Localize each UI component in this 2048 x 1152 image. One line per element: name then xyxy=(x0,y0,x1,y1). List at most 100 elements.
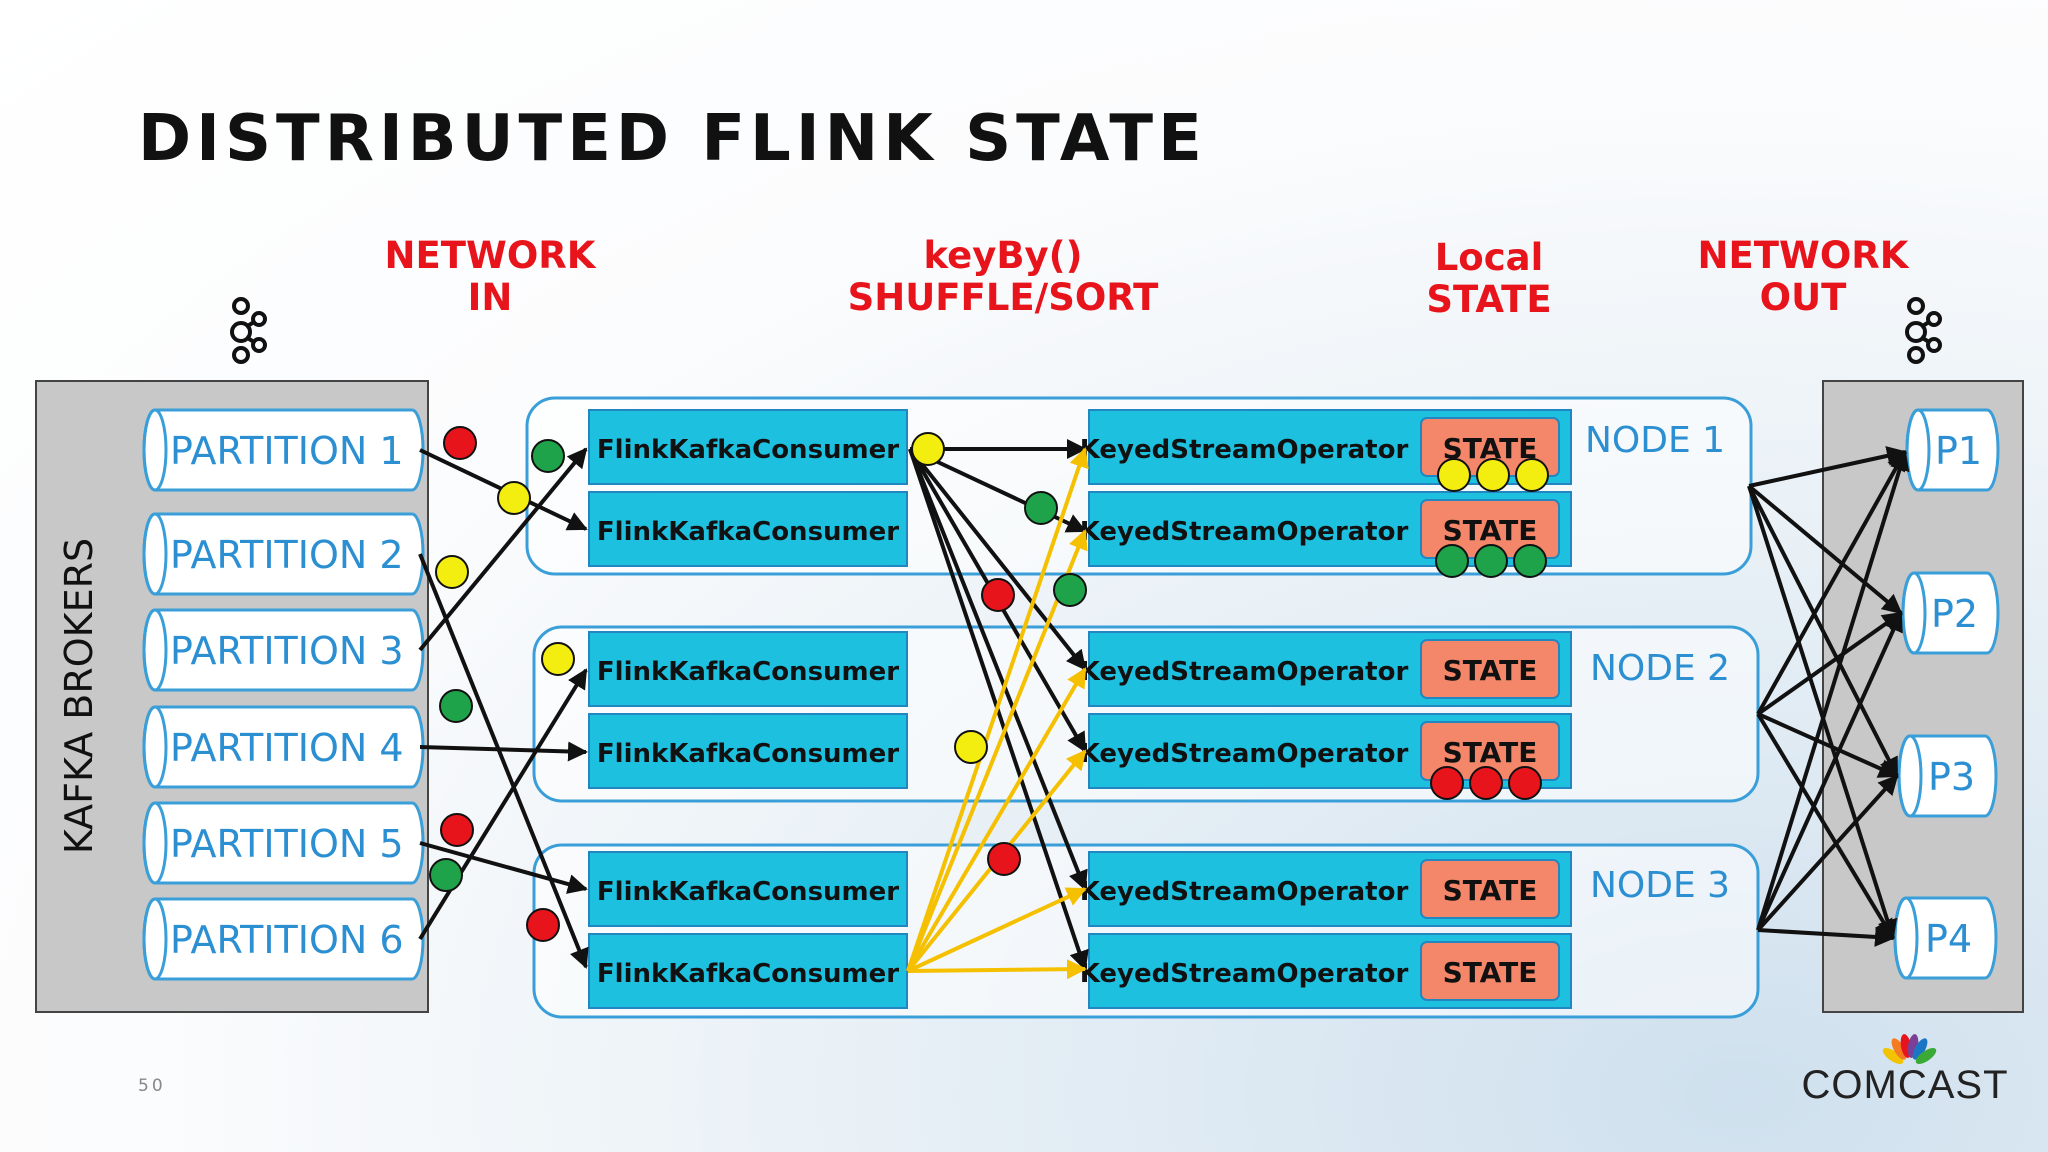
kafka-logo-icon xyxy=(1905,297,1942,364)
consumer-box xyxy=(588,491,908,567)
arrow xyxy=(1756,712,1895,940)
header-network-in-line1: NETWORK xyxy=(385,234,597,277)
yellow-record-dot xyxy=(911,432,945,466)
arrow xyxy=(906,447,1089,972)
output-partitions xyxy=(1893,408,2000,980)
output-partition-label: P2 xyxy=(1931,592,1978,636)
output-partition-label: P1 xyxy=(1935,429,1982,473)
kafka-logo-icon xyxy=(230,297,267,364)
consumer-label: FlinkKafkaConsumer xyxy=(597,877,899,907)
header-local-state-line1: Local xyxy=(1435,236,1544,279)
kafka-brokers-label: KAFKA BROKERS xyxy=(57,538,101,854)
operator-label: KeyedStreamOperator xyxy=(1080,517,1409,547)
partition-5 xyxy=(142,801,425,885)
shuffle-arrows-black xyxy=(908,439,1089,971)
node-label: NODE 3 xyxy=(1590,865,1730,906)
partition-label: PARTITION 1 xyxy=(170,429,404,473)
green-state-dot xyxy=(1513,544,1547,578)
arrow xyxy=(1756,774,1899,932)
state-label: STATE xyxy=(1443,874,1538,907)
consumer-label: FlinkKafkaConsumer xyxy=(597,739,899,769)
operator-label: KeyedStreamOperator xyxy=(1080,739,1409,769)
consumer-label: FlinkKafkaConsumer xyxy=(597,657,899,687)
header-keyby: keyBy() SHUFFLE/SORT xyxy=(848,234,1160,319)
arrow xyxy=(906,529,1088,972)
arrow xyxy=(907,959,1087,980)
header-network-in-line2: IN xyxy=(468,276,513,319)
partition-2 xyxy=(142,512,425,596)
output-partition-p2 xyxy=(1901,571,2000,655)
arrow xyxy=(906,667,1087,973)
arrow xyxy=(1756,450,1907,715)
consumer-label: FlinkKafkaConsumer xyxy=(597,959,899,989)
arrow xyxy=(908,447,1087,671)
green-state-dot xyxy=(1474,544,1508,578)
header-keyby-line2: SHUFFLE/SORT xyxy=(848,276,1160,319)
page-title: DISTRIBUTED FLINK STATE xyxy=(138,102,1207,176)
yellow-state-dot xyxy=(1515,458,1549,492)
red-record-dot xyxy=(981,578,1015,612)
header-network-out-line1: NETWORK xyxy=(1698,234,1910,277)
red-record-dot xyxy=(526,908,560,942)
network-out-arrows xyxy=(1747,446,1910,947)
consumer-box xyxy=(588,631,908,707)
partition-1 xyxy=(142,408,425,492)
consumer-box xyxy=(588,933,908,1009)
consumer-box xyxy=(588,409,908,485)
red-state-dot xyxy=(1430,766,1464,800)
yellow-state-dot xyxy=(1476,458,1510,492)
consumer-label: FlinkKafkaConsumer xyxy=(597,435,899,465)
comcast-logo-text: COMCAST xyxy=(1802,1063,2009,1107)
node-label: NODE 1 xyxy=(1585,420,1725,461)
yellow-record-dot xyxy=(954,730,988,764)
partition-label: PARTITION 3 xyxy=(170,629,404,673)
arrow xyxy=(909,447,1087,533)
state-label: STATE xyxy=(1443,736,1538,769)
yellow-record-dot xyxy=(497,481,531,515)
arrow xyxy=(418,668,588,941)
yellow-state-dot xyxy=(1437,458,1471,492)
operator-label: KeyedStreamOperator xyxy=(1080,959,1409,989)
green-record-dot xyxy=(439,689,473,723)
partition-4 xyxy=(142,705,425,789)
yellow-record-dot xyxy=(435,555,469,589)
partition-label: PARTITION 6 xyxy=(170,918,404,962)
partition-label: PARTITION 5 xyxy=(170,822,404,866)
arrow xyxy=(418,553,589,969)
arrow xyxy=(418,447,588,652)
arrow xyxy=(419,741,588,762)
output-partition-label: P3 xyxy=(1928,755,1975,799)
output-partition-p3 xyxy=(1897,734,1998,818)
arrow xyxy=(419,841,588,894)
partition-3 xyxy=(142,608,425,692)
state-box xyxy=(1420,859,1560,919)
red-state-dot xyxy=(1508,766,1542,800)
arrow xyxy=(907,887,1087,973)
partition-label: PARTITION 4 xyxy=(170,726,404,770)
state-label: STATE xyxy=(1443,514,1538,547)
output-partition-p1 xyxy=(1905,408,2000,492)
yellow-record-dot xyxy=(541,642,575,676)
operator-label: KeyedStreamOperator xyxy=(1080,435,1409,465)
header-network-out-line2: OUT xyxy=(1760,276,1847,319)
consumer-boxes xyxy=(588,409,908,1009)
green-state-dot xyxy=(1435,544,1469,578)
output-partition-p4 xyxy=(1893,896,1998,980)
page-number: 50 xyxy=(138,1076,166,1096)
state-box xyxy=(1420,639,1560,699)
arrow xyxy=(1747,485,1898,940)
operator-label: KeyedStreamOperator xyxy=(1080,877,1409,907)
consumer-label: FlinkKafkaConsumer xyxy=(597,517,899,547)
partition-label: PARTITION 2 xyxy=(170,533,404,577)
arrow xyxy=(1756,611,1903,716)
arrow xyxy=(1747,485,1899,778)
input-partitions xyxy=(142,408,425,981)
partition-6 xyxy=(142,897,425,981)
output-partition-label: P4 xyxy=(1925,917,1972,961)
state-box xyxy=(1420,941,1560,1001)
red-record-dot xyxy=(987,842,1021,876)
state-label: STATE xyxy=(1443,956,1538,989)
green-record-dot xyxy=(531,439,565,473)
arrow xyxy=(1748,446,1907,488)
